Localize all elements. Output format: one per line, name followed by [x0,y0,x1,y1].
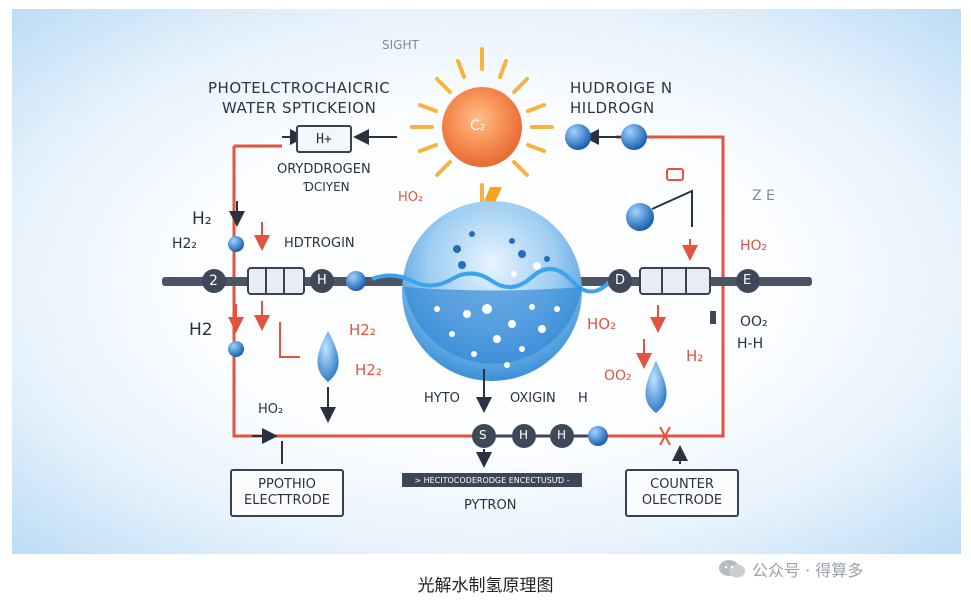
node-d-label: D [615,273,626,288]
node-left-circle [202,269,226,293]
node-h3-label: H [557,428,567,442]
label-o2-right: OO₂ [740,314,768,330]
label-ho2-right-2: HO₂ [587,315,617,333]
label-h2-red-2: H2₂ [355,361,382,379]
title-left-line2: WATER SPTICKEION [222,99,377,117]
top-bubbles [453,231,550,269]
watermark: 公众号 · 得算多 [718,557,863,581]
label-ho2-bottom-left: HO₂ [258,402,284,417]
red-marker [666,168,684,181]
counter-electrode-box: COUNTER OLECTRODE [625,469,739,517]
label-hdtrogin: HDTROGIN [284,236,355,251]
node-h2-label: H [519,428,529,442]
h-plus-box: H+ [296,125,352,153]
sun [442,87,522,167]
title-right-line2: HILDROGN [570,99,655,117]
left-filter [247,267,305,295]
label-oo2-red: OO₂ [604,368,632,384]
counter-electrode-line2: OLECTRODE [641,493,723,508]
label-hh-right: H-H [737,336,764,352]
node-h-circle [310,269,334,293]
label-h2-b: H2₂ [172,236,198,252]
label-sun: C₂ [470,118,486,134]
label-ho2-sun: HO₂ [398,190,424,205]
node-e-label: E [743,273,752,288]
figure-caption: 光解水制氢原理图 [417,576,554,596]
label-hyto: HYTO [424,391,460,406]
label-ho2-right: HO₂ [740,238,768,254]
label-h2-c: H2 [189,320,213,340]
left-droplet [317,331,339,382]
diagram-scene [162,47,812,468]
left-ball-1 [228,236,244,252]
left-ball-2 [228,341,244,357]
counter-electrode-line1: COUNTER [650,476,714,492]
node-h2-circle [512,424,536,448]
node-s-label: S [479,428,487,442]
node-ball-1 [346,271,366,291]
node-h3-circle [550,424,574,448]
h-plus-label: H+ [316,131,332,147]
node-h-label: H [317,273,327,288]
h-ball-2 [621,124,647,150]
bubbles [434,262,560,368]
label-oxigin: OXIGIN [510,391,556,406]
diagram-panel: SIGHT PHOTELCTROCHAICRIC WATER SPTICKEIO… [12,9,961,554]
label-sight: SIGHT [382,38,419,52]
right-droplet [645,361,667,413]
photo-electrode-line2: ELECTTRODE [244,493,330,508]
label-h2-red-1: H2₂ [349,321,376,339]
label-h2-a: H₂ [192,209,212,229]
right-ball [626,203,654,231]
wechat-icon [718,559,746,579]
label-oxy-2: ƊCIYEN [304,180,350,194]
water-lower [404,287,582,364]
photo-electrode-line1: PPOTHIO [258,476,316,492]
node-e-circle [736,269,760,293]
label-pytron: PYTRON [464,498,517,513]
banner-strip: > HECITOCODERODGE ENCECTUSUƊ - [402,473,582,487]
water-surface [371,267,614,294]
label-oxy-1: ORYDDROGEN [277,162,371,177]
node-d-circle [608,269,632,293]
node-ball-bottom [588,426,608,446]
label-h-mark: H [578,391,588,406]
title-right-line1: HUDROIGE N [570,79,673,97]
label-h2-right-red: H₂ [686,347,704,365]
watermark-text: 公众号 · 得算多 [752,561,864,580]
title-left-line1: PHOTELCTROCHAICRIC [208,79,391,97]
right-filter [639,267,711,295]
node-s-circle [472,424,496,448]
sun-rays [410,47,554,207]
h-ball-1 [565,124,591,150]
label-ze: Z E [752,188,775,204]
node-left-label: 2 [209,273,218,289]
photo-electrode-box: PPOTHIO ELECTTRODE [230,469,344,517]
